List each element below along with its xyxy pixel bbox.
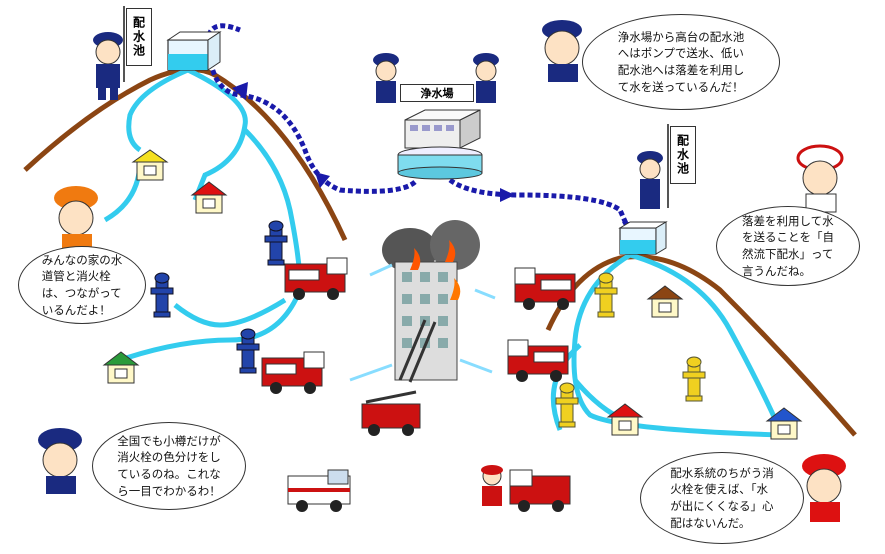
left-pipe-network — [103, 67, 303, 363]
right-pipe-network — [550, 252, 783, 438]
bubble-connected-pipes: みんなの家の水 道管と消火栓 は、つながって いるんだよ！ — [18, 246, 146, 324]
arrow-head — [315, 172, 330, 188]
bubble-text: 配水系統のちがう消 火栓を使えば、「水 が出にくくなる」心 配はないんだ。 — [670, 465, 774, 530]
water-tank-icon — [618, 221, 668, 255]
arrow-head — [232, 82, 248, 100]
purification-plant-sign: 浄水場 — [400, 84, 474, 102]
fire-hydrant-icon — [555, 272, 706, 428]
firefighter-icon — [802, 454, 846, 522]
bubble-text: 落差を利用して水 を送ることを「自 然流下配水」って 言うんだね。 — [742, 213, 834, 278]
purification-plant — [397, 109, 483, 180]
police-officer-icon — [473, 53, 499, 103]
house-icon — [646, 285, 684, 318]
building-fire-icon — [382, 220, 480, 383]
house-icon — [102, 351, 140, 384]
bubble-text: 浄水場から高台の配水池 へはポンプで送水、低い 配水池へは落差を利用し て水を送… — [617, 29, 745, 94]
firefighter-icon — [481, 465, 503, 506]
house-icon — [131, 149, 169, 181]
water-tank-icon — [166, 31, 222, 71]
house-icon — [190, 181, 228, 214]
bubble-text: 全国でも小樽だけが 消火栓の色分けをし ているのね。これな ら一目でわかるわ！ — [117, 433, 221, 498]
bubble-natural-flow: 落差を利用して水 を送ることを「自 然流下配水」って 言うんだね。 — [716, 206, 860, 286]
reservoir-sign-right: 配水池 — [670, 126, 696, 184]
police-officer-icon — [542, 20, 582, 82]
firefighter-icon — [54, 186, 98, 248]
fire-hydrant-icon — [150, 220, 288, 374]
bubble-separate-system: 配水系統のちがう消 火栓を使えば、「水 が出にくくなる」心 配はないんだ。 — [640, 452, 804, 544]
fire-truck-icon — [261, 257, 576, 512]
house-icon — [765, 407, 803, 440]
firefighter-icon — [796, 144, 844, 213]
police-officer-icon — [93, 32, 123, 100]
right-hill — [545, 254, 857, 437]
ambulance-icon — [287, 469, 351, 512]
house-icon — [606, 403, 644, 436]
bubble-pump-explanation: 浄水場から高台の配水池 へはポンプで送水、低い 配水池へは落差を利用し て水を送… — [582, 14, 780, 110]
bubble-text: みんなの家の水 道管と消火栓 は、つながって いるんだよ！ — [41, 252, 123, 317]
arrow-head — [500, 188, 515, 202]
water-spray — [349, 263, 496, 382]
bubble-otaru-colors: 全国でも小樽だけが 消火栓の色分けをし ているのね。これな ら一目でわかるわ！ — [92, 422, 246, 510]
reservoir-sign-left: 配水池 — [126, 8, 152, 66]
police-officer-icon — [637, 151, 663, 209]
police-officer-icon — [38, 428, 82, 494]
police-officer-icon — [373, 53, 399, 103]
